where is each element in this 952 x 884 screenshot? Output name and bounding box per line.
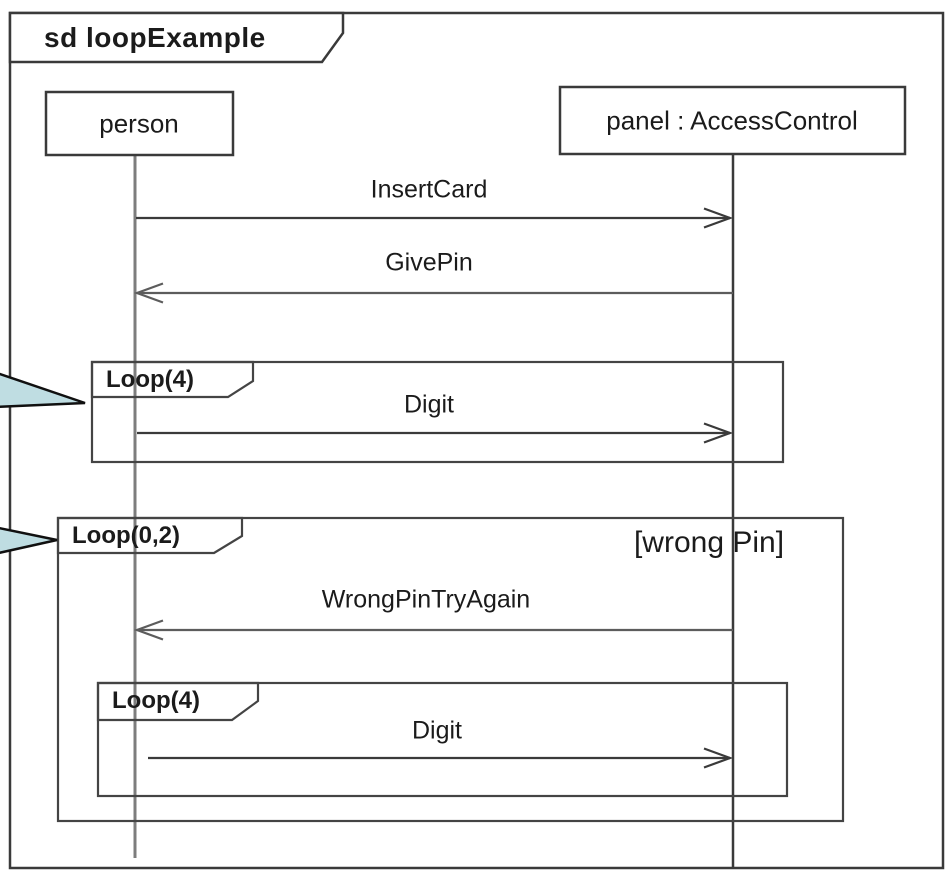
loop4-fragment bbox=[90, 360, 785, 464]
message-label-digit2: Digit bbox=[411, 716, 463, 745]
nested-loop4-fragment bbox=[96, 681, 789, 798]
arrowhead-right-icon bbox=[703, 422, 734, 444]
loop4-label: Loop(4) bbox=[106, 366, 194, 393]
loop02-label: Loop(0,2) bbox=[72, 522, 180, 549]
lifeline-head-panel bbox=[558, 85, 907, 156]
guard-label-wrong-pin: [wrong Pin] bbox=[633, 526, 785, 559]
arrowhead-left-icon bbox=[133, 619, 164, 641]
nested-loop4-label: Loop(4) bbox=[112, 687, 200, 714]
diagram-frame bbox=[8, 11, 945, 870]
loop02-fragment bbox=[56, 516, 845, 823]
message-label-givepin: GivePin bbox=[385, 248, 473, 277]
callout-arrow-icon bbox=[0, 526, 58, 554]
nested-loop4-fragment-tab bbox=[96, 681, 260, 722]
message-label-digit1: Digit bbox=[403, 390, 455, 419]
callout-arrow-icon bbox=[0, 372, 86, 408]
loop4-fragment-tab bbox=[90, 360, 255, 399]
lifeline-label-panel: panel : AccessControl bbox=[606, 105, 858, 136]
arrowhead-right-icon bbox=[703, 207, 734, 229]
arrowhead-right-icon bbox=[703, 747, 734, 769]
loop02-fragment-tab bbox=[56, 516, 244, 555]
arrowhead-left-icon bbox=[133, 282, 164, 304]
frame-title-tab bbox=[8, 11, 345, 64]
frame-title: sd loopExample bbox=[44, 22, 266, 53]
message-label-insertcard: InsertCard bbox=[370, 175, 488, 204]
message-label-wrongpintryagain: WrongPinTryAgain bbox=[321, 585, 531, 614]
lifeline-label-person: person bbox=[99, 108, 179, 139]
lifeline-head-person bbox=[44, 90, 235, 157]
